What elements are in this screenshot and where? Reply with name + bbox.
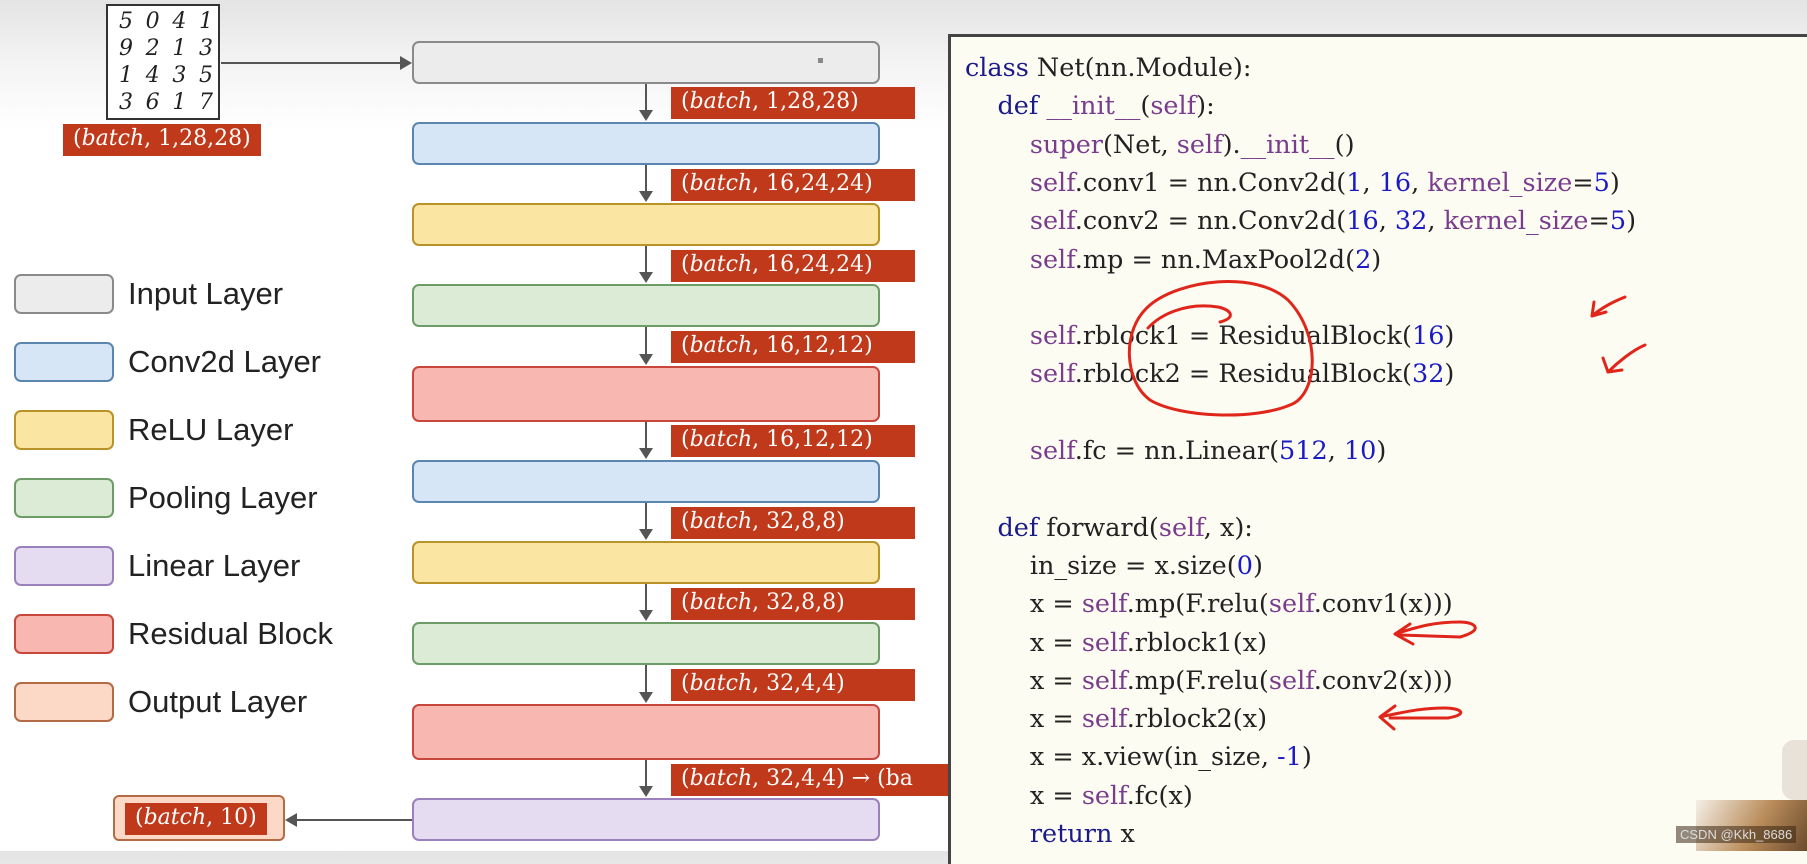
code-line: x = self.mp(F.relu(self.conv2(x))) [965, 665, 1453, 696]
flow-arrow-head [639, 786, 653, 797]
output-arrow-head [285, 813, 297, 827]
shape-label: (batch, 32,8,8) [671, 588, 915, 620]
shape-label: (batch, 16,12,12) [671, 425, 915, 457]
flow-arrow [645, 246, 647, 272]
code-line: self.conv2 = nn.Conv2d(16, 32, kernel_si… [1029, 206, 1637, 237]
shape-label: (batch, 32,4,4) [671, 669, 915, 701]
code-line: class Net(nn.Module): [965, 53, 1252, 83]
flow-arrow-head [639, 110, 653, 121]
input-arrow-head [400, 56, 412, 70]
flow-arrow [645, 584, 647, 610]
pooling-layer-block-1 [412, 284, 880, 327]
shape-label-flatten: (batch, 32,4,4) → (ba [671, 764, 948, 796]
legend-swatch [14, 274, 114, 314]
code-line: self.mp = nn.MaxPool2d(2) [1029, 244, 1382, 275]
watermark: CSDN @Kkh_8686 [1676, 826, 1797, 843]
flow-arrow-head [639, 354, 653, 365]
code-line: x = x.view(in_size, -1) [965, 742, 1312, 773]
flow-arrow-head [639, 692, 653, 703]
shape-label: (batch, 32,8,8) [671, 507, 915, 539]
legend-swatch [14, 342, 114, 382]
shape-label: (batch, 16,24,24) [671, 250, 915, 282]
code-line: self.rblock2 = ResidualBlock(32) [1029, 359, 1455, 390]
conv-layer-block-1 [412, 122, 880, 165]
input-layer-block [412, 41, 880, 84]
input-shape-label: (batch, 1,28,28) [63, 124, 261, 156]
flow-arrow [645, 665, 647, 692]
flow-arrow-head [639, 610, 653, 621]
flow-arrow [645, 503, 647, 529]
pooling-layer-block-2 [412, 622, 880, 665]
code-line: x = self.rblock1(x) [965, 627, 1268, 658]
legend-swatch [14, 410, 114, 450]
flow-arrow-head [639, 272, 653, 283]
residual-block-1 [412, 366, 880, 422]
background-object [1782, 740, 1807, 800]
code-line: self.rblock1 = ResidualBlock(16) [1029, 321, 1455, 352]
flow-arrow-head [639, 529, 653, 540]
relu-layer-block-2 [412, 541, 880, 584]
code-line: def __init__(self): [997, 91, 1215, 122]
flow-arrow [645, 84, 647, 110]
marker-dot [818, 58, 823, 63]
flow-arrow [645, 327, 647, 354]
code-line: x = self.fc(x) [965, 780, 1193, 811]
relu-layer-block-1 [412, 203, 880, 246]
legend-swatch [14, 614, 114, 654]
shape-label: (batch, 16,12,12) [671, 331, 915, 363]
legend-swatch [14, 546, 114, 586]
code-line: x = self.mp(F.relu(self.conv1(x))) [965, 589, 1453, 620]
code-line: self.fc = nn.Linear(512, 10) [1029, 436, 1387, 466]
code-line: in_size = x.size(0) [965, 550, 1263, 581]
residual-block-2 [412, 704, 880, 760]
code-line: super(Net, self).__init__() [1029, 129, 1355, 160]
flow-arrow [645, 760, 647, 786]
flow-arrow [645, 165, 647, 191]
output-arrow-line [296, 819, 412, 821]
output-shape-label: (batch, 10) [125, 803, 267, 835]
legend-swatch [14, 478, 114, 518]
code-line: return x [1029, 819, 1135, 849]
shape-label: (batch, 16,24,24) [671, 169, 915, 201]
flow-arrow-head [639, 191, 653, 202]
code-line: self.conv1 = nn.Conv2d(1, 16, kernel_siz… [1029, 167, 1620, 198]
input-arrow-line [221, 62, 401, 64]
code-panel: class Net(nn.Module): def __init__(self)… [948, 34, 1807, 864]
linear-layer-block [412, 798, 880, 841]
flow-arrow [645, 422, 647, 448]
code-line: x = self.rblock2(x) [965, 704, 1268, 735]
code-line: def forward(self, x): [997, 512, 1253, 543]
conv-layer-block-2 [412, 460, 880, 503]
legend-swatch [14, 682, 114, 722]
shape-label: (batch, 1,28,28) [671, 87, 915, 119]
flow-arrow-head [639, 448, 653, 459]
